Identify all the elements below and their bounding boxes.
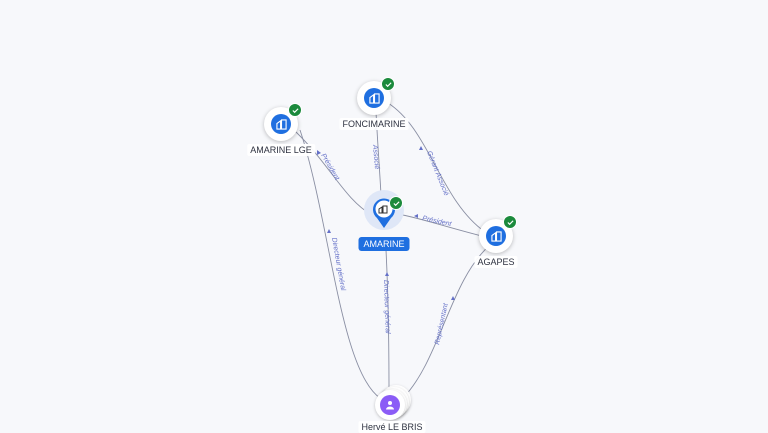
edge-amarine-lge-amarine [295,131,373,216]
verified-check-icon [389,196,403,210]
edge-label-president-1: Président [319,153,340,183]
edge-foncimarine-agapes [387,102,486,233]
building-icon [271,114,291,134]
node-label[interactable]: Hervé LE BRIS [358,421,426,433]
arrow-gerant [419,146,423,150]
edge-herve-amarine [385,249,390,393]
node-label[interactable]: AGAPES [474,256,518,268]
arrow-representant [451,296,455,300]
verified-check-icon [381,77,395,91]
person-icon [380,395,400,415]
company-bubble[interactable] [264,103,302,141]
arrow-president-1 [317,150,321,155]
building-icon [364,88,384,108]
node-label[interactable]: AMARINE LGE [247,144,315,156]
verified-check-icon [503,215,517,229]
node-label[interactable]: FONCIMARINE [339,118,409,130]
building-icon [486,226,506,246]
edge-agapes-amarine [397,213,483,237]
edge-herve-amarine-lge [299,129,381,399]
company-bubble[interactable] [479,215,517,253]
edge-label-directeur-1: Directeur général [330,237,346,292]
company-bubble[interactable] [357,77,395,115]
edge-label-associe: Associé [371,144,380,170]
arrow-president-2 [414,214,418,218]
edge-label-representant: Représentant [434,302,450,346]
verified-check-icon [288,103,302,117]
arrow-directeur-2 [385,272,389,276]
edge-label-president-2: Président [422,215,453,228]
node-label-selected[interactable]: AMARINE [358,237,410,251]
arrow-directeur-1 [327,229,331,233]
edge-label-gerant-associe: Gérant Associé [425,150,449,197]
edge-label-directeur-2: Directeur général [382,280,391,334]
